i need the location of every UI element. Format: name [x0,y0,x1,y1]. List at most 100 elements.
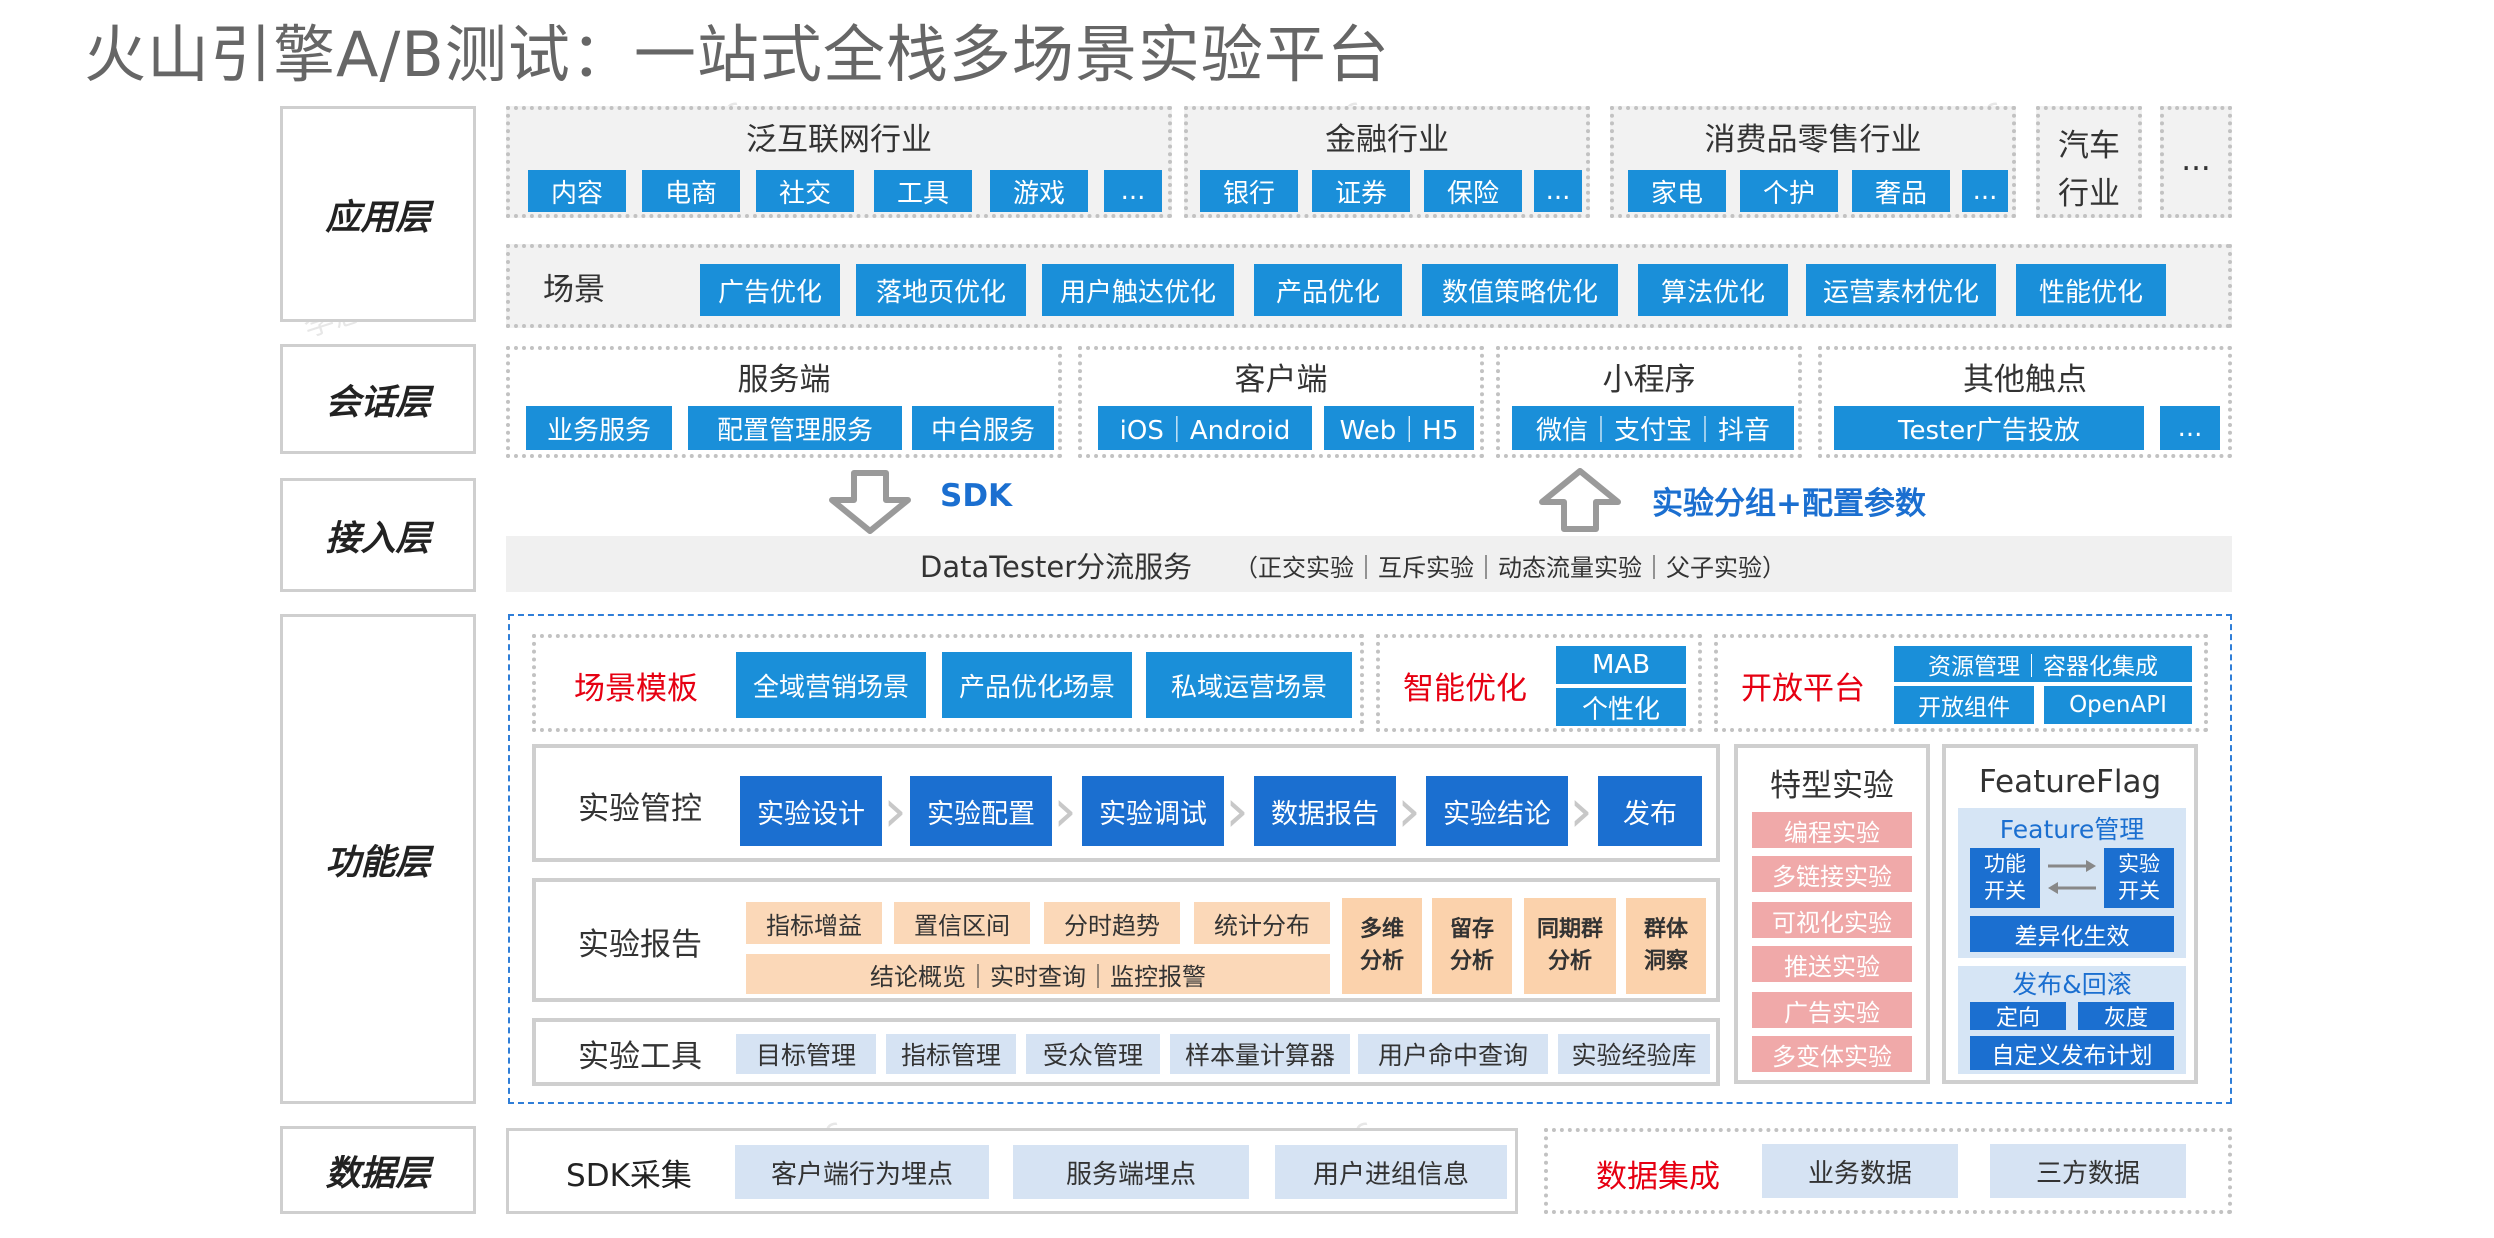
layer-function: 功能层 [280,614,476,1104]
layer-access: 接入层 [280,478,476,592]
special-label: 特型实验 [1770,767,1894,804]
scene-item: 算法优化 [1638,264,1788,316]
session-item: 配置管理服务 [688,406,902,450]
open-label: 开放平台 [1741,670,1865,707]
session-item: Tester广告投放 [1834,406,2144,450]
special-item: 广告实验 [1752,992,1912,1028]
industry-item: 银行 [1200,170,1298,212]
scenes-label: 场景 [543,271,605,308]
session-name: 客户端 [1234,361,1328,398]
tool-item: 受众管理 [1026,1034,1160,1074]
session-item: 中台服务 [912,406,1054,450]
industry-finance: 金融行业 银行 证券 保险 ... [1184,106,1590,218]
tool-item: 用户命中查询 [1358,1034,1548,1074]
report-panel: 实验报告 指标增益 置信区间 分时趋势 统计分布 结论概览｜实时查询｜监控报警 … [532,878,1720,1002]
release-label: 发布&回滚 [2012,970,2132,999]
analysis-item: 同期群分析 [1524,898,1616,994]
analysis-item: 留存分析 [1432,898,1512,994]
scene-template-item: 全域营销场景 [736,652,926,718]
tools-panel: 实验工具 目标管理 指标管理 受众管理 样本量计算器 用户命中查询 实验经验库 [532,1018,1720,1086]
open-panel: 开放平台 资源管理｜容器化集成 开放组件 OpenAPI [1714,634,2208,732]
smart-label: 智能优化 [1403,670,1527,707]
tools-label: 实验工具 [578,1038,702,1075]
chevron-right-icon: › [883,776,907,846]
industry-name-line: 行业 [2058,175,2120,212]
special-item: 编程实验 [1752,812,1912,848]
report-item: 统计分布 [1194,902,1330,944]
feature-mgmt-box: Feature管理 功能开关 实验开关 差异化生效 [1958,808,2186,958]
industry-item: 内容 [528,170,626,212]
session-name: 服务端 [737,361,831,398]
industry-name: 消费品零售行业 [1704,121,1922,158]
sdk-label: SDK [940,478,1013,514]
scene-template-label: 场景模板 [574,670,698,707]
industry-item: 个护 [1740,170,1838,212]
param-label: 实验分组+配置参数 [1652,486,1926,522]
sdk-collect-panel: SDK采集 客户端行为埋点 服务端埋点 用户进组信息 [506,1128,1518,1214]
gray-button: 灰度 [2078,1002,2174,1031]
industry-item: 奢品 [1852,170,1950,212]
scene-item: 落地页优化 [856,264,1026,316]
sdk-collect-item: 服务端埋点 [1013,1145,1249,1199]
data-integration-item: 业务数据 [1762,1144,1958,1198]
industry-item: 游戏 [990,170,1088,212]
smart-item: MAB [1556,646,1686,684]
industry-internet: 泛互联网行业 内容 电商 社交 工具 游戏 ... [506,106,1172,218]
datatester-service: DataTester分流服务 （正交实验｜互斥实验｜动态流量实验｜父子实验） [506,536,2232,592]
control-panel: 实验管控 实验设计 › 实验配置 › 实验调试 › 数据报告 › 实验结论 › … [532,744,1720,862]
scene-template-item: 产品优化场景 [942,652,1132,718]
session-item: 微信｜支付宝｜抖音 [1512,406,1794,450]
tool-item: 实验经验库 [1558,1034,1710,1074]
industry-name-line: 汽车 [2058,127,2120,164]
smart-panel: 智能优化 MAB 个性化 [1376,634,1702,732]
industry-item: 工具 [874,170,972,212]
industry-item: ... [1962,170,2008,212]
session-name: 其他触点 [1963,361,2087,398]
service-detail: （正交实验｜互斥实验｜动态流量实验｜父子实验） [1234,554,1786,582]
tool-item: 目标管理 [736,1034,876,1074]
session-item: ... [2160,406,2220,450]
report-summary: 结论概览｜实时查询｜监控报警 [746,954,1330,994]
chevron-right-icon: › [1569,776,1593,846]
diff-effect: 差异化生效 [1970,916,2174,952]
industry-item: 保险 [1424,170,1522,212]
open-item: 开放组件 [1894,686,2034,724]
scene-item: 广告优化 [700,264,840,316]
special-item: 可视化实验 [1752,902,1912,938]
session-item: Web｜H5 [1324,406,1474,450]
sdk-collect-item: 用户进组信息 [1275,1145,1507,1199]
industry-item: 电商 [642,170,740,212]
session-server: 服务端 业务服务 配置管理服务 中台服务 [506,346,1062,458]
scene-item: 运营素材优化 [1806,264,1996,316]
scene-template-panel: 场景模板 全域营销场景 产品优化场景 私域运营场景 [532,634,1364,732]
industry-name: 泛互联网行业 [746,121,932,158]
open-item: OpenAPI [2044,686,2192,724]
function-area [508,614,2232,1104]
control-step: 发布 [1598,776,1702,846]
data-integration-label: 数据集成 [1596,1158,1720,1195]
session-item: iOS｜Android [1098,406,1312,450]
tool-item: 样本量计算器 [1170,1034,1350,1074]
chevron-right-icon: › [1397,776,1421,846]
session-item: 业务服务 [526,406,672,450]
service-name: DataTester分流服务 [920,550,1193,584]
industry-item: ... [1104,170,1162,212]
sdk-collect-label: SDK采集 [566,1157,692,1194]
sdk-collect-item: 客户端行为埋点 [735,1145,989,1199]
chevron-right-icon: › [1053,776,1077,846]
industry-auto: 汽车 行业 [2036,106,2142,218]
layer-session: 会话层 [280,344,476,454]
featureflag-label: FeatureFlag [1978,764,2162,800]
report-label: 实验报告 [578,926,702,963]
page-title: 火山引擎A/B测试：一站式全栈多场景实验平台 [84,18,1390,91]
special-panel: 特型实验 编程实验 多链接实验 可视化实验 推送实验 广告实验 多变体实验 [1734,744,1930,1084]
chevron-right-icon: › [1225,776,1249,846]
control-step: 实验配置 [910,776,1052,846]
scene-item: 性能优化 [2016,264,2166,316]
scene-template-item: 私域运营场景 [1146,652,1352,718]
scene-item: 数值策略优化 [1422,264,1618,316]
control-label: 实验管控 [578,790,702,827]
session-miniprogram: 小程序 微信｜支付宝｜抖音 [1496,346,1802,458]
report-item: 指标增益 [746,902,882,944]
layer-data: 数据层 [280,1126,476,1214]
